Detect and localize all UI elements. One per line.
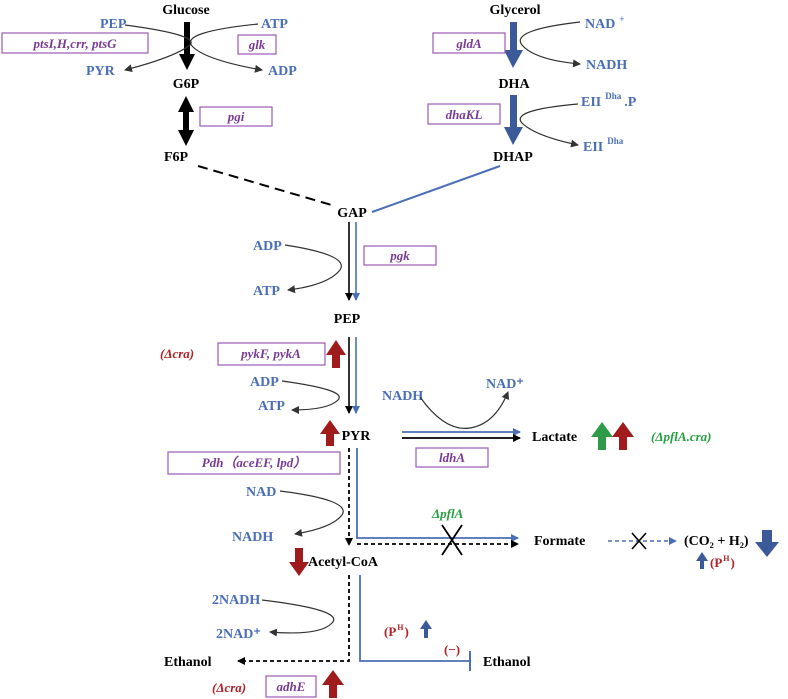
red-up-arrow-pyr [320, 420, 340, 446]
glda-enzyme-label: gldA [455, 36, 482, 51]
f6p-to-gap-dashed [197, 165, 336, 207]
nad-pdh-label: NAD [246, 485, 276, 500]
lactate-label: Lactate [532, 430, 577, 445]
pgi-enzyme-box [199, 106, 273, 127]
atp-top-label: ATP [261, 17, 288, 32]
nad-to-nadh-curve [519, 21, 581, 68]
red-up-arrow-adhe [322, 670, 344, 698]
pyr-cofactor-label: PYR [86, 64, 116, 79]
green-up-arrow-lactate [591, 422, 613, 450]
atp-to-adp-curve [189, 23, 263, 73]
formate-label: Formate [534, 534, 585, 549]
pyk-enzyme-label: pykF, pykA [240, 346, 301, 361]
acetylcoa-to-ethanol-dotted [237, 575, 350, 665]
adp-to-atp-gap-curve [284, 244, 342, 294]
nadh-top-label: NADH [586, 58, 627, 73]
red-up-arrow-lactate [612, 422, 634, 450]
pgk-enzyme-box [363, 245, 437, 266]
dha-label: DHA [498, 77, 530, 92]
dhap-to-gap-line [371, 165, 501, 213]
nad-plus-ldh-label: NAD⁺ [486, 377, 524, 392]
red-down-arrow-acetylcoa [289, 548, 309, 576]
glycerol-to-dha-arrow [504, 22, 523, 68]
atp-pep-label: ATP [258, 399, 285, 414]
ldha-enzyme-box [415, 447, 489, 468]
pep-label: PEP [334, 312, 361, 327]
ph-right-label: (PH) [710, 554, 735, 570]
delta-cra-pyk-label: (Δcra) [160, 346, 194, 361]
nadh-to-nad-ldh-curve [419, 391, 510, 430]
pgi-enzyme-label: pgi [227, 109, 245, 124]
pgk-enzyme-label: pgk [389, 248, 410, 263]
glucose-to-g6p-arrow [179, 22, 195, 70]
adp-gap-label: ADP [253, 239, 282, 254]
pts-enzyme-label: ptsI,H,crr, ptsG [32, 36, 117, 51]
formate-block-cross [631, 532, 647, 550]
pdh-enzyme-label: Pdh（aceEF, lpd） [202, 455, 307, 470]
delta-pfla-cra-label: (ΔpflA.cra) [651, 429, 712, 444]
acetyl-coa-label: Acetyl-CoA [308, 555, 379, 570]
gap-label: GAP [337, 206, 367, 221]
pep-cofactor-label: PEP [100, 17, 127, 32]
blue-down-arrow-co2 [755, 530, 779, 557]
dha-to-dhap-arrow [504, 95, 523, 145]
nadh-pdh-label: NADH [232, 530, 273, 545]
dhakl-enzyme-box [427, 103, 501, 125]
pyr-label: PYR [342, 429, 372, 444]
nad-plus-top-label: NAD+ [585, 14, 624, 32]
glk-enzyme-box [237, 34, 277, 55]
two-nad-plus-label: 2NAD⁺ [216, 627, 261, 642]
glda-enzyme-box [432, 32, 506, 54]
pyr-to-formate-blue [356, 448, 519, 542]
2nadh-to-2nad-curve [261, 599, 335, 637]
adhe-enzyme-box [265, 675, 317, 698]
pts-enzyme-box [1, 32, 149, 54]
glycerol-label: Glycerol [489, 3, 540, 18]
ethanol-left-label: Ethanol [164, 655, 212, 670]
co2-h2-label: (CO₂ + H₂) [684, 534, 749, 549]
adhe-enzyme-label: adhE [277, 679, 306, 694]
f6p-label: F6P [164, 150, 189, 165]
red-up-arrow-pyk [326, 340, 346, 368]
adp-top-label: ADP [268, 64, 297, 79]
eii-dha-curve [519, 103, 579, 148]
pfla-block-cross [441, 524, 463, 556]
pyk-enzyme-box [217, 342, 326, 366]
ph-mid-label: (PH) [384, 623, 409, 639]
ldha-enzyme-label: ldhA [439, 450, 465, 465]
acetylcoa-to-ethanol-blue [359, 575, 470, 662]
two-nadh-label: 2NADH [212, 593, 260, 608]
delta-cra-adhe-label: (Δcra) [212, 680, 246, 695]
ethanol-right-label: Ethanol [483, 655, 531, 670]
atp-gap-label: ATP [253, 284, 280, 299]
dhap-label: DHAP [493, 150, 533, 165]
pdh-enzyme-box [167, 451, 341, 475]
nadh-ldh-label: NADH [382, 389, 423, 404]
adp-to-atp-pep-curve [281, 380, 340, 414]
blue-up-arrow-ph-mid [420, 620, 432, 638]
g6p-f6p-double-arrow [178, 96, 194, 146]
delta-pfla-label: ΔpflA [431, 506, 464, 521]
nad-to-nadh-pdh-curve [279, 490, 344, 537]
blue-up-arrow-ph-right [696, 552, 708, 569]
glucose-label: Glucose [162, 3, 209, 18]
g6p-label: G6P [173, 77, 200, 92]
pep-to-pyr-curve [124, 24, 192, 73]
minus-label: (−) [444, 642, 460, 657]
dhakl-enzyme-label: dhaKL [446, 107, 483, 122]
adp-pep-label: ADP [250, 375, 279, 390]
glk-enzyme-label: glk [248, 37, 266, 52]
